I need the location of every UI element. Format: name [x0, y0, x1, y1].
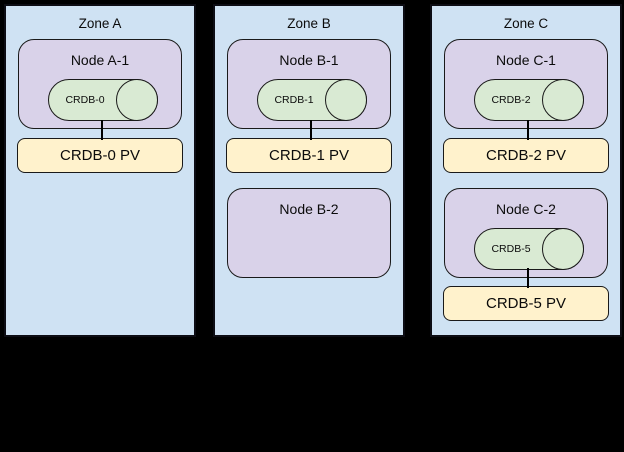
crdb-0-label: CRDB-0: [65, 94, 105, 106]
node-a1: Node A-1 CRDB-0: [18, 39, 182, 129]
zone-c-title: Zone C: [503, 16, 549, 31]
node-c1: Node C-1 CRDB-2: [444, 39, 608, 129]
connector-node-c2-to-pv: [527, 268, 529, 288]
node-c1-title: Node C-1: [496, 52, 556, 68]
node-b2-title: Node B-2: [279, 201, 339, 217]
node-b1: Node B-1 CRDB-1: [227, 39, 391, 129]
cylinder-end-cap: [542, 228, 584, 270]
cylinder-end-cap: [116, 79, 158, 121]
node-c2-title: Node C-2: [496, 201, 556, 217]
crdb-2-pv-label: CRDB-2 PV: [485, 147, 567, 164]
node-a1-title: Node A-1: [70, 52, 130, 68]
crdb-5-label: CRDB-5: [491, 243, 531, 255]
zone-b-title: Zone B: [287, 16, 331, 31]
crdb-2-cylinder: CRDB-2: [474, 79, 584, 121]
connector-node-c1-to-pv: [527, 120, 529, 140]
node-b1-title: Node B-1: [279, 52, 339, 68]
node-b2: Node B-2: [227, 188, 391, 278]
crdb-1-label: CRDB-1: [274, 94, 314, 106]
crdb-5-cylinder: CRDB-5: [474, 228, 584, 270]
crdb-1-cylinder: CRDB-1: [257, 79, 367, 121]
crdb-0-cylinder: CRDB-0: [48, 79, 158, 121]
connector-node-a1-to-pv: [101, 120, 103, 140]
zone-a: Zone A Node A-1 CRDB-0 CRDB-0 PV: [4, 4, 196, 337]
crdb-5-pv-box: CRDB-5 PV: [443, 286, 609, 321]
cylinder-end-cap: [542, 79, 584, 121]
crdb-1-pv-label: CRDB-1 PV: [268, 147, 350, 164]
node-c2: Node C-2 CRDB-5: [444, 188, 608, 278]
crdb-0-pv-label: CRDB-0 PV: [59, 147, 141, 164]
crdb-2-label: CRDB-2: [491, 94, 531, 106]
crdb-0-pv-box: CRDB-0 PV: [17, 138, 183, 173]
crdb-1-pv-box: CRDB-1 PV: [226, 138, 392, 173]
zone-b: Zone B Node B-1 CRDB-1 CRDB-1 PV Node B-…: [213, 4, 405, 337]
crdb-2-pv-box: CRDB-2 PV: [443, 138, 609, 173]
cylinder-end-cap: [325, 79, 367, 121]
zone-c: Zone C Node C-1 CRDB-2 CRDB-2 PV Node C-…: [430, 4, 622, 337]
connector-node-b1-to-pv: [310, 120, 312, 140]
zone-a-title: Zone A: [78, 16, 122, 31]
crdb-5-pv-label: CRDB-5 PV: [485, 295, 567, 312]
